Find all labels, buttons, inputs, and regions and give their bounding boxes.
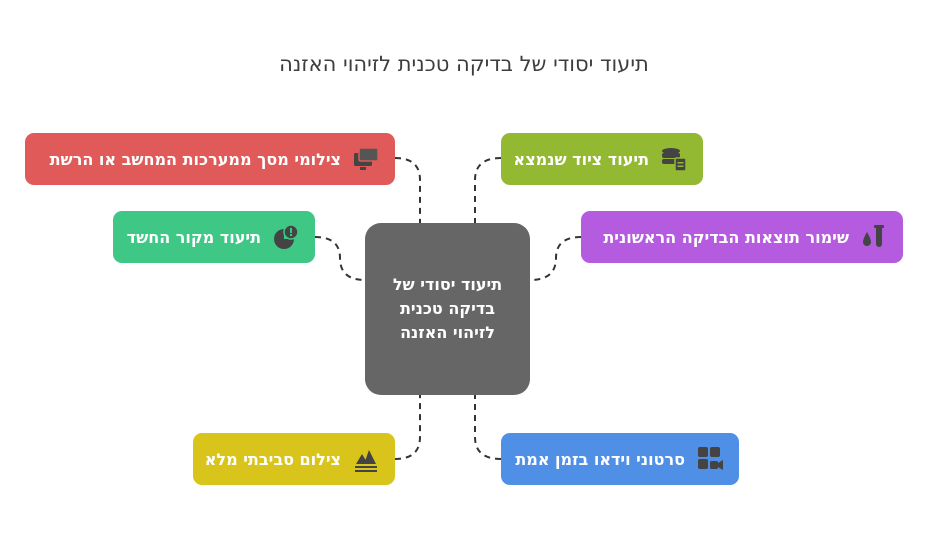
connector-preserve [529,236,582,281]
connector-environment [394,395,421,460]
node-preserve[interactable]: שימור תוצאות הבדיקה הראשונית [581,211,903,263]
test-tube-icon [859,222,889,252]
node-source[interactable]: תיעוד מקור החשד [113,211,315,263]
connector-source [314,236,366,281]
alert-pie-icon [271,222,301,252]
node-label: צילום סביבתי מלא [204,449,341,469]
node-label: שימור תוצאות הבדיקה הראשונית [603,227,849,247]
node-label: סרטוני וידאו בזמן אמת [515,449,685,469]
node-environment[interactable]: צילום סביבתי מלא [193,433,395,485]
connector-equipment [474,157,502,223]
node-label: תיעוד מקור החשד [126,227,261,247]
connector-screenshots [394,157,421,223]
monitor-icon [351,144,381,174]
central-topic: תיעוד יסודי של בדיקה טכנית לזיהוי האזנה [365,223,530,395]
connector-video [474,395,502,460]
landscape-icon [351,444,381,474]
video-grid-icon [695,444,725,474]
diagram-title: תיעוד יסודי של בדיקה טכנית לזיהוי האזנה [279,52,649,76]
node-screenshots[interactable]: צילומי מסך ממערכות המחשב או הרשת [25,133,395,185]
database-doc-icon [659,144,689,174]
node-video[interactable]: סרטוני וידאו בזמן אמת [501,433,739,485]
node-label: תיעוד ציוד שנמצא [513,149,649,169]
node-label: צילומי מסך ממערכות המחשב או הרשת [49,149,341,169]
node-equipment[interactable]: תיעוד ציוד שנמצא [501,133,703,185]
